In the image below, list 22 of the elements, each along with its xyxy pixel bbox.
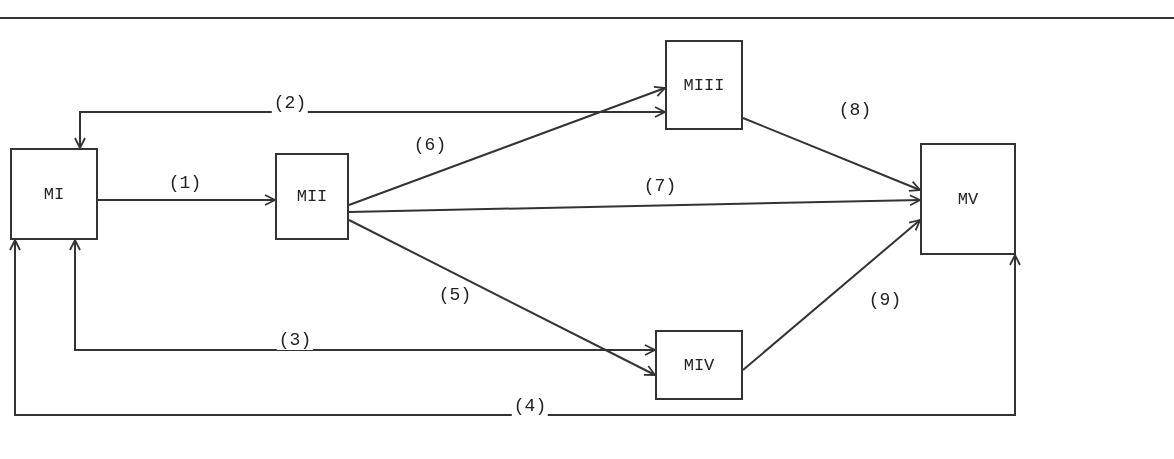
- arrow: [742, 117, 921, 192]
- process-box: [665, 40, 743, 130]
- edge-label: (4): [511, 396, 549, 416]
- node-label: MV: [957, 189, 979, 209]
- node-label: MII: [296, 187, 328, 206]
- arrow: [69, 239, 656, 356]
- arrow: [74, 106, 666, 149]
- arrow: [348, 219, 656, 376]
- edge-label: (3): [276, 330, 314, 350]
- arrow: [9, 239, 1021, 416]
- node-label: MI: [43, 184, 65, 204]
- edge-label: (2): [271, 93, 309, 113]
- process-box: [10, 148, 98, 240]
- arrow: [348, 194, 921, 213]
- node-label: MIV: [683, 355, 715, 375]
- node-label: MIII: [683, 75, 725, 95]
- arrow: [348, 85, 666, 206]
- process-box: [275, 153, 349, 240]
- process-box: [920, 143, 1016, 255]
- arrow: [742, 219, 921, 371]
- process-box: [655, 330, 743, 400]
- arrow: [97, 194, 276, 206]
